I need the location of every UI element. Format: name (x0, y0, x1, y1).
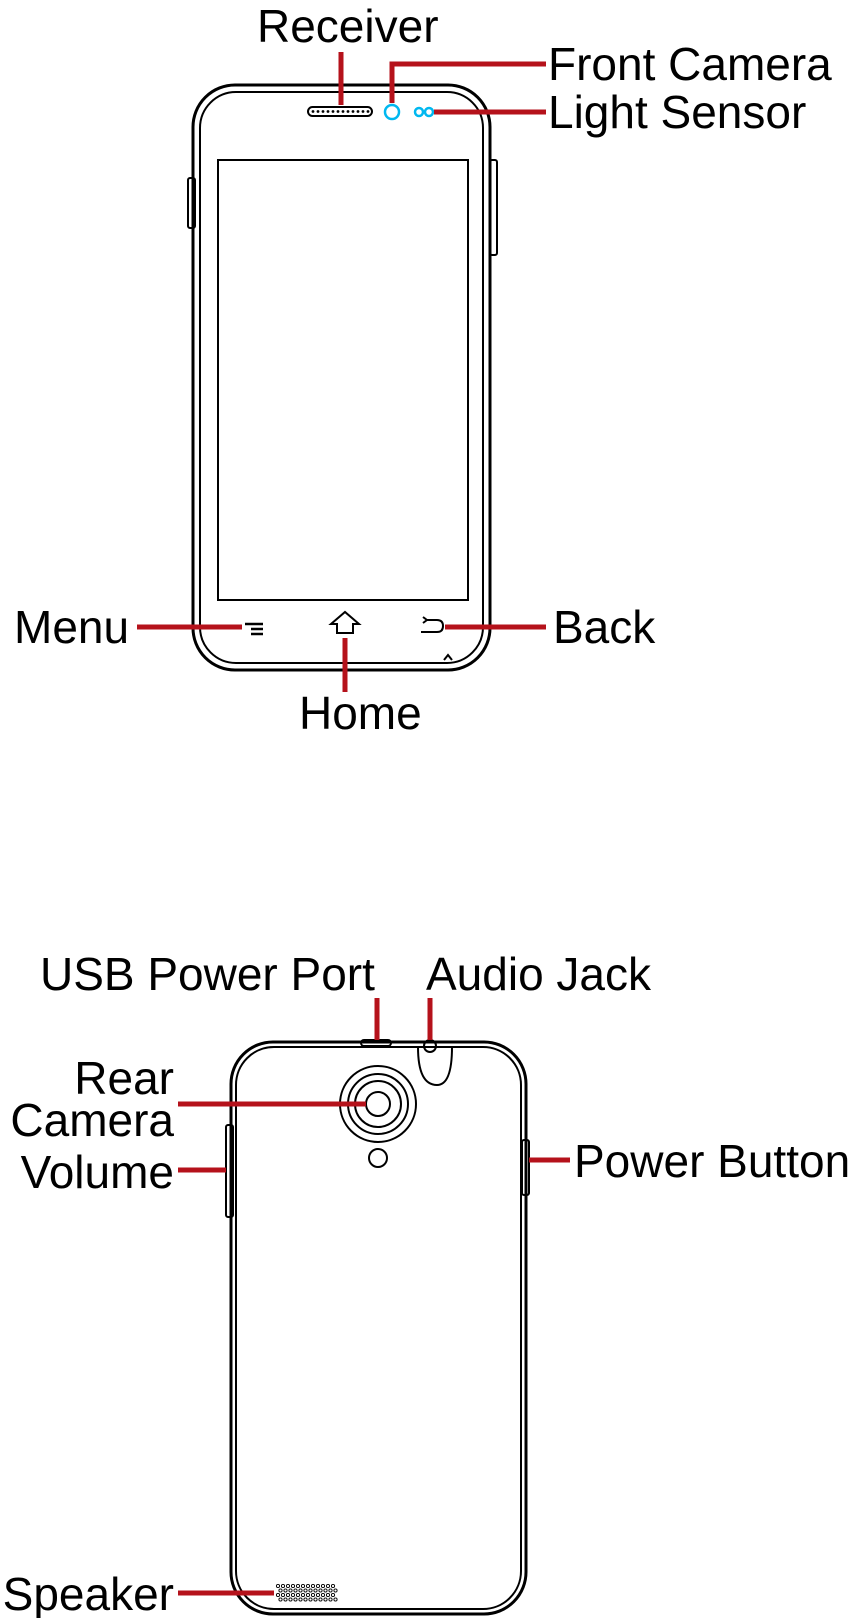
front-phone-body-outer (193, 85, 490, 670)
receiver-grille-holes (312, 110, 370, 113)
rear-camera-label-line2: Camera (10, 1094, 174, 1146)
light-sensor-label: Light Sensor (548, 86, 806, 138)
light-sensor-dot-2 (425, 108, 433, 116)
speaker-hole (331, 1584, 334, 1587)
speaker-hole (316, 1584, 319, 1587)
back-label: Back (553, 601, 656, 653)
home-label: Home (299, 687, 422, 739)
speaker-hole (296, 1593, 299, 1596)
speaker-hole (314, 1589, 317, 1592)
speaker-hole (279, 1589, 282, 1592)
light-sensor-dot-1 (415, 108, 423, 116)
speaker-hole (281, 1584, 284, 1587)
menu-key-icon (245, 624, 263, 634)
speaker-hole (276, 1584, 279, 1587)
receiver-hole (327, 110, 330, 113)
back-view: USB Power Port Audio Jack Rear Camera Vo… (3, 948, 851, 1618)
speaker-hole (311, 1593, 314, 1596)
speaker-hole (286, 1593, 289, 1596)
volume-label: Volume (21, 1146, 174, 1198)
receiver-hole (367, 110, 370, 113)
front-camera-label: Front Camera (548, 38, 832, 90)
receiver-hole (352, 110, 355, 113)
front-bottom-mark (444, 655, 452, 660)
speaker-label: Speaker (3, 1568, 174, 1618)
speaker-hole (294, 1589, 297, 1592)
speaker-hole (316, 1593, 319, 1596)
speaker-hole (284, 1589, 287, 1592)
front-screen (218, 160, 468, 600)
speaker-hole (304, 1589, 307, 1592)
receiver-hole (322, 110, 325, 113)
speaker-hole (326, 1584, 329, 1587)
speaker-hole (306, 1584, 309, 1587)
speaker-hole (334, 1598, 337, 1601)
receiver-label: Receiver (257, 0, 439, 52)
receiver-hole (357, 110, 360, 113)
speaker-hole (284, 1598, 287, 1601)
speaker-hole (321, 1584, 324, 1587)
power-button-label: Power Button (574, 1135, 850, 1187)
usb-power-port-label: USB Power Port (40, 948, 375, 1000)
speaker-hole (321, 1593, 324, 1596)
speaker-hole (304, 1598, 307, 1601)
speaker-hole (291, 1584, 294, 1587)
speaker-hole (324, 1589, 327, 1592)
receiver-hole (312, 110, 315, 113)
rear-flash (369, 1149, 387, 1167)
receiver-hole (332, 110, 335, 113)
speaker-hole (276, 1593, 279, 1596)
audio-jack-label: Audio Jack (426, 948, 652, 1000)
home-key-icon (331, 612, 359, 633)
speaker-hole (281, 1593, 284, 1596)
menu-label: Menu (14, 601, 129, 653)
front-view: Receiver Front Camera Light Sensor Menu … (14, 0, 832, 739)
speaker-hole (301, 1593, 304, 1596)
audio-jack-bump (418, 1047, 452, 1085)
speaker-hole (289, 1589, 292, 1592)
front-camera-lens (385, 105, 399, 119)
receiver-hole (337, 110, 340, 113)
back-key-icon (421, 617, 443, 632)
speaker-hole (324, 1598, 327, 1601)
rear-camera-lens (366, 1092, 390, 1116)
speaker-hole (314, 1598, 317, 1601)
receiver-hole (317, 110, 320, 113)
speaker-hole (334, 1589, 337, 1592)
receiver-hole (362, 110, 365, 113)
receiver-hole (347, 110, 350, 113)
speaker-hole (326, 1593, 329, 1596)
speaker-hole (294, 1598, 297, 1601)
speaker-hole (299, 1589, 302, 1592)
speaker-hole (329, 1598, 332, 1601)
back-phone-body-inner (236, 1047, 521, 1609)
speaker-hole (279, 1598, 282, 1601)
speaker-hole (311, 1584, 314, 1587)
front-phone-body-inner (200, 92, 483, 663)
speaker-hole (296, 1584, 299, 1587)
speaker-hole (291, 1593, 294, 1596)
speaker-hole (309, 1589, 312, 1592)
speaker-hole (319, 1598, 322, 1601)
speaker-hole (289, 1598, 292, 1601)
speaker-hole (306, 1593, 309, 1596)
speaker-hole (301, 1584, 304, 1587)
speaker-hole (299, 1598, 302, 1601)
speaker-hole (319, 1589, 322, 1592)
receiver-hole (342, 110, 345, 113)
speaker-hole (286, 1584, 289, 1587)
speaker-hole (331, 1593, 334, 1596)
speaker-hole (329, 1589, 332, 1592)
speaker-grille (276, 1584, 337, 1601)
speaker-hole (309, 1598, 312, 1601)
